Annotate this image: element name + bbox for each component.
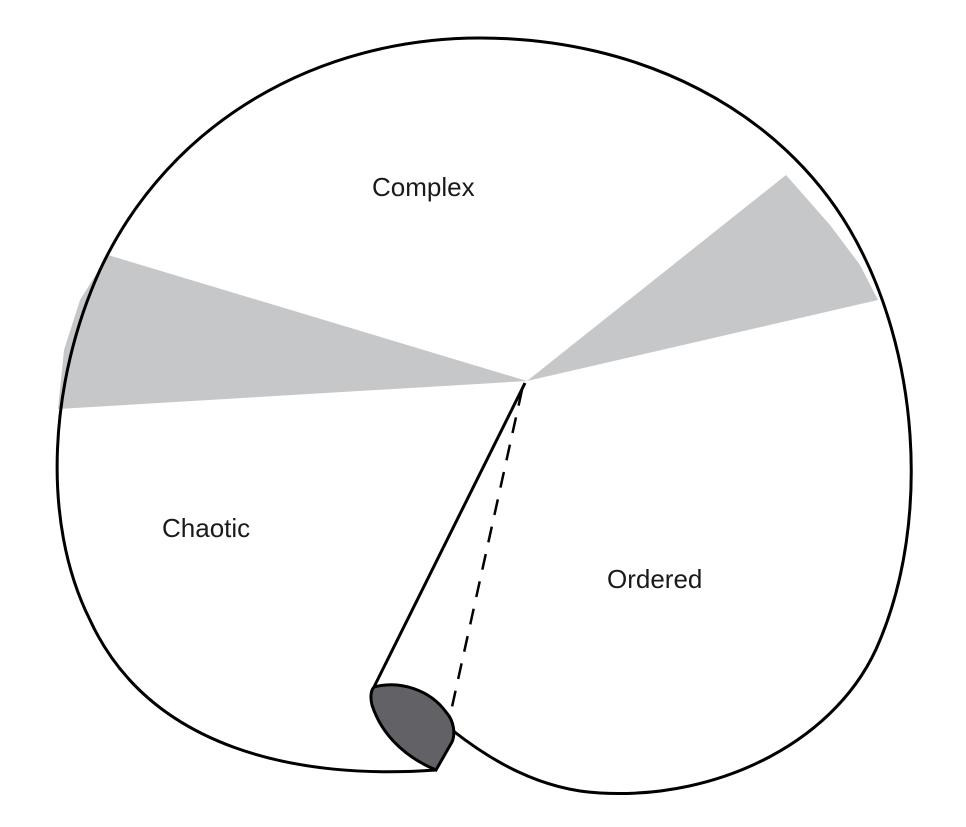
label-chaotic: Chaotic [162, 513, 251, 543]
left-boundary-wedge [58, 255, 527, 409]
cliff-fold [369, 683, 456, 772]
label-ordered: Ordered [607, 564, 703, 594]
outer-outline [55, 36, 913, 796]
dashed-boundary [446, 389, 524, 726]
right-boundary-wedge [527, 175, 878, 381]
label-complex: Complex [372, 172, 475, 202]
chaotic-ordered-boundary [372, 382, 527, 688]
